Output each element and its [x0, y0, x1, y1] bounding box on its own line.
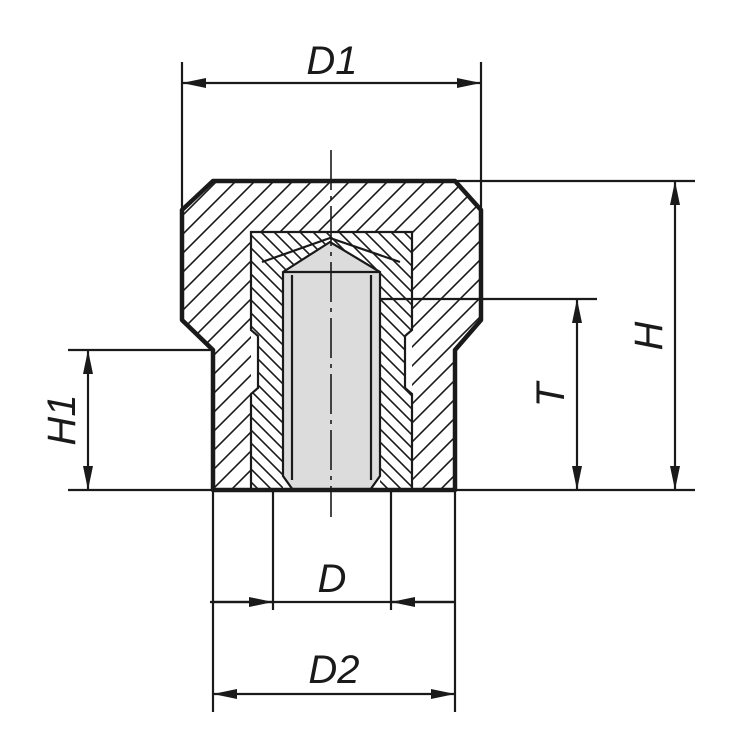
- hatch-line: [0, 0, 18, 600]
- hatch-line: [182, 181, 190, 490]
- insert-cone: [261, 236, 401, 264]
- hatch-line: [251, 232, 292, 490]
- hatch-line: [251, 232, 318, 490]
- hatch-line: [718, 0, 733, 600]
- label-d2: D2: [308, 648, 359, 692]
- label-h1: H1: [40, 394, 84, 445]
- hatch-line: [692, 0, 733, 600]
- hatch-line: [182, 181, 247, 490]
- hatch-line: [0, 0, 151, 600]
- hatch-line: [251, 232, 331, 490]
- hatch-line: [614, 0, 733, 600]
- hatch-line: [627, 0, 733, 600]
- hatch-line: [182, 181, 481, 490]
- hatch-line: [251, 232, 412, 490]
- hatch-line: [0, 0, 56, 600]
- hatch-line: [588, 0, 733, 600]
- hatch-line: [596, 0, 733, 600]
- hatch-line: [182, 181, 285, 490]
- hatch-line: [182, 181, 481, 490]
- label-t: T: [529, 380, 573, 407]
- hatch-line: [182, 181, 209, 490]
- hatch-line: [251, 232, 305, 490]
- hatch-line: [0, 0, 132, 600]
- hatch-line: [251, 232, 279, 490]
- hatch-line: [0, 0, 170, 600]
- hatch-line: [251, 232, 253, 490]
- label-h: H: [627, 321, 671, 350]
- hatch-line: [182, 181, 481, 490]
- hatch-line: [0, 0, 239, 600]
- hatch-line: [182, 181, 304, 490]
- hatch-line: [0, 0, 113, 600]
- label-d1: D1: [306, 39, 357, 83]
- hatch-line: [653, 0, 733, 600]
- hatch-line: [251, 232, 412, 490]
- hatch-line: [251, 232, 266, 490]
- hatch-line: [0, 0, 200, 600]
- hatch-line: [640, 0, 733, 600]
- hatch-line: [577, 0, 733, 600]
- hatch-line: [705, 0, 733, 600]
- hatch-line: [182, 181, 266, 490]
- hatch-line: [601, 0, 733, 600]
- hatch-line: [679, 0, 733, 600]
- hatch-line: [0, 0, 75, 600]
- hatch-line: [575, 0, 733, 600]
- hatch-line: [0, 0, 94, 600]
- label-d: D: [318, 557, 347, 601]
- hatch-line: [0, 0, 37, 600]
